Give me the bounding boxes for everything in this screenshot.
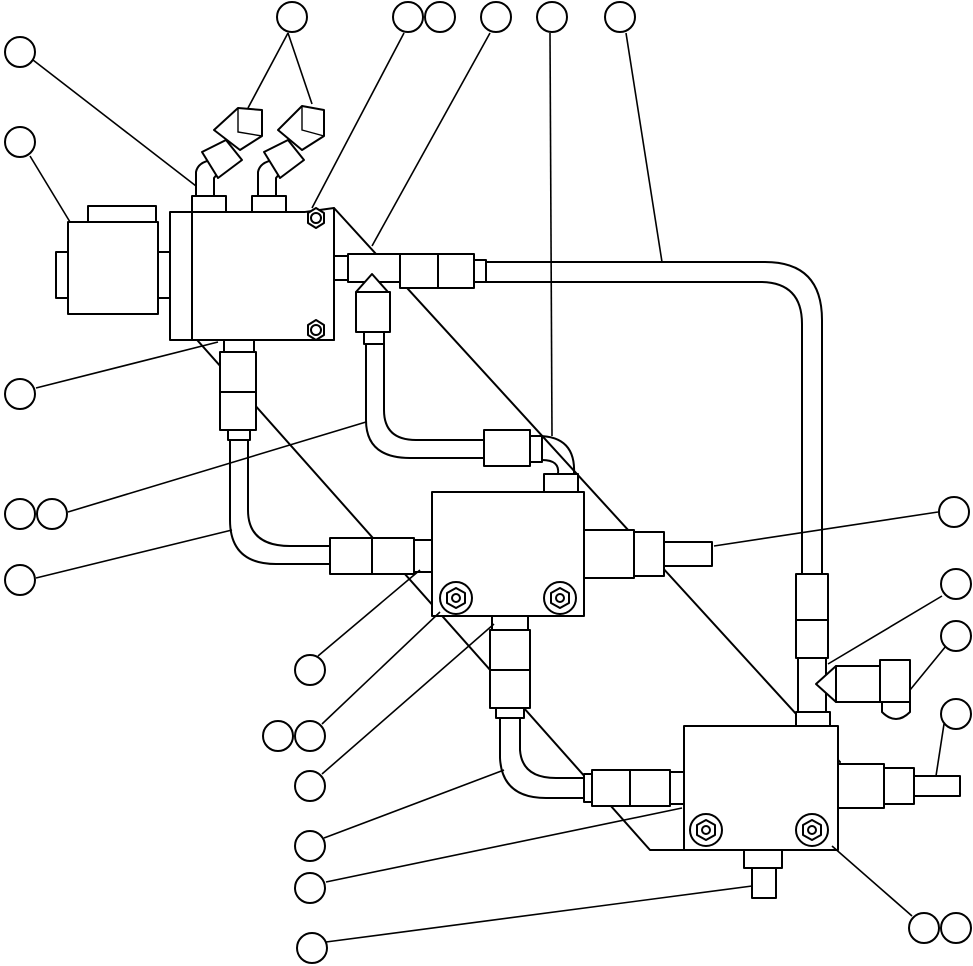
callout-balloon xyxy=(940,698,972,730)
callout-balloon xyxy=(4,498,36,530)
callout-balloon xyxy=(536,1,568,33)
callout-balloon xyxy=(36,498,68,530)
callout-balloon xyxy=(938,496,970,528)
callout-balloon xyxy=(294,830,326,862)
upper-bottom-fittings xyxy=(219,339,257,441)
callout-balloon xyxy=(296,932,328,964)
callout-balloon xyxy=(4,36,36,68)
callout-balloon xyxy=(392,1,424,33)
callout-balloon xyxy=(262,720,294,752)
callout-balloon xyxy=(940,620,972,652)
callout-balloon xyxy=(604,1,636,33)
callout-balloon xyxy=(294,654,326,686)
callout-balloon xyxy=(940,568,972,600)
right-tee-fittings xyxy=(795,573,911,727)
callout-balloon xyxy=(940,912,972,944)
upper-valve-block xyxy=(55,205,335,341)
callout-balloon xyxy=(4,564,36,596)
callouts xyxy=(4,1,972,964)
callout-balloon xyxy=(294,872,326,904)
callout-balloon xyxy=(294,720,326,752)
lower-valve-block xyxy=(583,725,961,899)
pipes xyxy=(229,261,823,799)
top-elbow-fittings xyxy=(191,105,325,213)
callout-balloon xyxy=(4,378,36,410)
callout-balloon xyxy=(294,770,326,802)
callout-balloon xyxy=(424,1,456,33)
leader-lines xyxy=(29,32,947,943)
upper-right-fittings xyxy=(333,253,487,345)
callout-balloon xyxy=(4,126,36,158)
callout-balloon xyxy=(276,1,308,33)
callout-balloon xyxy=(908,912,940,944)
middle-valve-block xyxy=(329,429,713,719)
callout-balloon xyxy=(480,1,512,33)
